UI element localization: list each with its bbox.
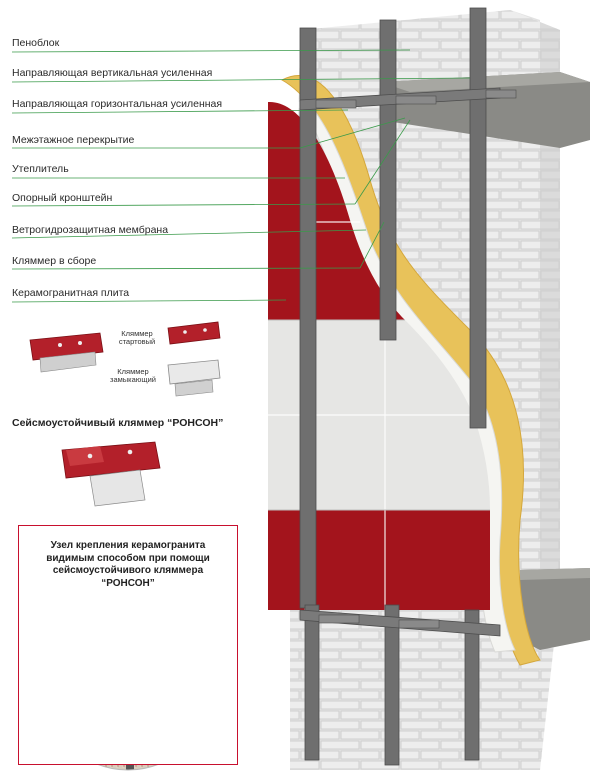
seismic-clamp-image — [61, 441, 161, 507]
label-foam-block: Пеноблок — [12, 37, 60, 49]
closing-clamp-label: Кляммер замыкающий — [100, 367, 166, 385]
closing-clamp-label-line2: замыкающий — [110, 375, 156, 385]
label-clamp-assembly: Кляммер в сборе — [12, 255, 97, 267]
label-porcelain-tile: Керамогранитная плита — [12, 287, 130, 299]
detail-title-line4: “РОНСОН” — [101, 577, 155, 589]
start-clamp-label: Кляммер стартовый — [104, 329, 170, 347]
start-clamp-image — [29, 332, 104, 373]
label-support-bracket: Опорный кронштейн — [12, 192, 113, 204]
label-floor-slab: Межэтажное перекрытие — [12, 134, 135, 146]
detail-title: Узел крепления керамогранита видимым спо… — [19, 540, 237, 590]
start-clamp-small-image — [167, 321, 221, 345]
closing-clamp-image — [167, 359, 221, 397]
label-insulation: Утеплитель — [12, 163, 69, 175]
detail-title-line2: видимым способом при помощи — [46, 552, 210, 564]
detail-title-line1: Узел крепления керамогранита — [50, 540, 206, 551]
label-horizontal-rail: Направляющая горизонтальная усиленная — [12, 98, 223, 110]
label-vertical-rail: Направляющая вертикальная усиленная — [12, 67, 213, 79]
label-wind-membrane: Ветрогидрозащитная мембрана — [12, 224, 169, 236]
support-bracket — [315, 89, 517, 629]
seismic-clamp-title: Сейсмоустойчивый кляммер “РОНСОН” — [12, 417, 224, 429]
start-clamp-label-line2: стартовый — [118, 337, 156, 347]
leader-lines — [11, 49, 471, 303]
closing-clamp-label-line1: Кляммер — [117, 367, 149, 376]
start-clamp-label-line1: Кляммер — [121, 329, 153, 338]
detail-title-line3: сейсмоустойчивого кляммера — [52, 565, 204, 576]
detail-frame: Узел крепления керамогранита видимым спо… — [18, 525, 238, 765]
